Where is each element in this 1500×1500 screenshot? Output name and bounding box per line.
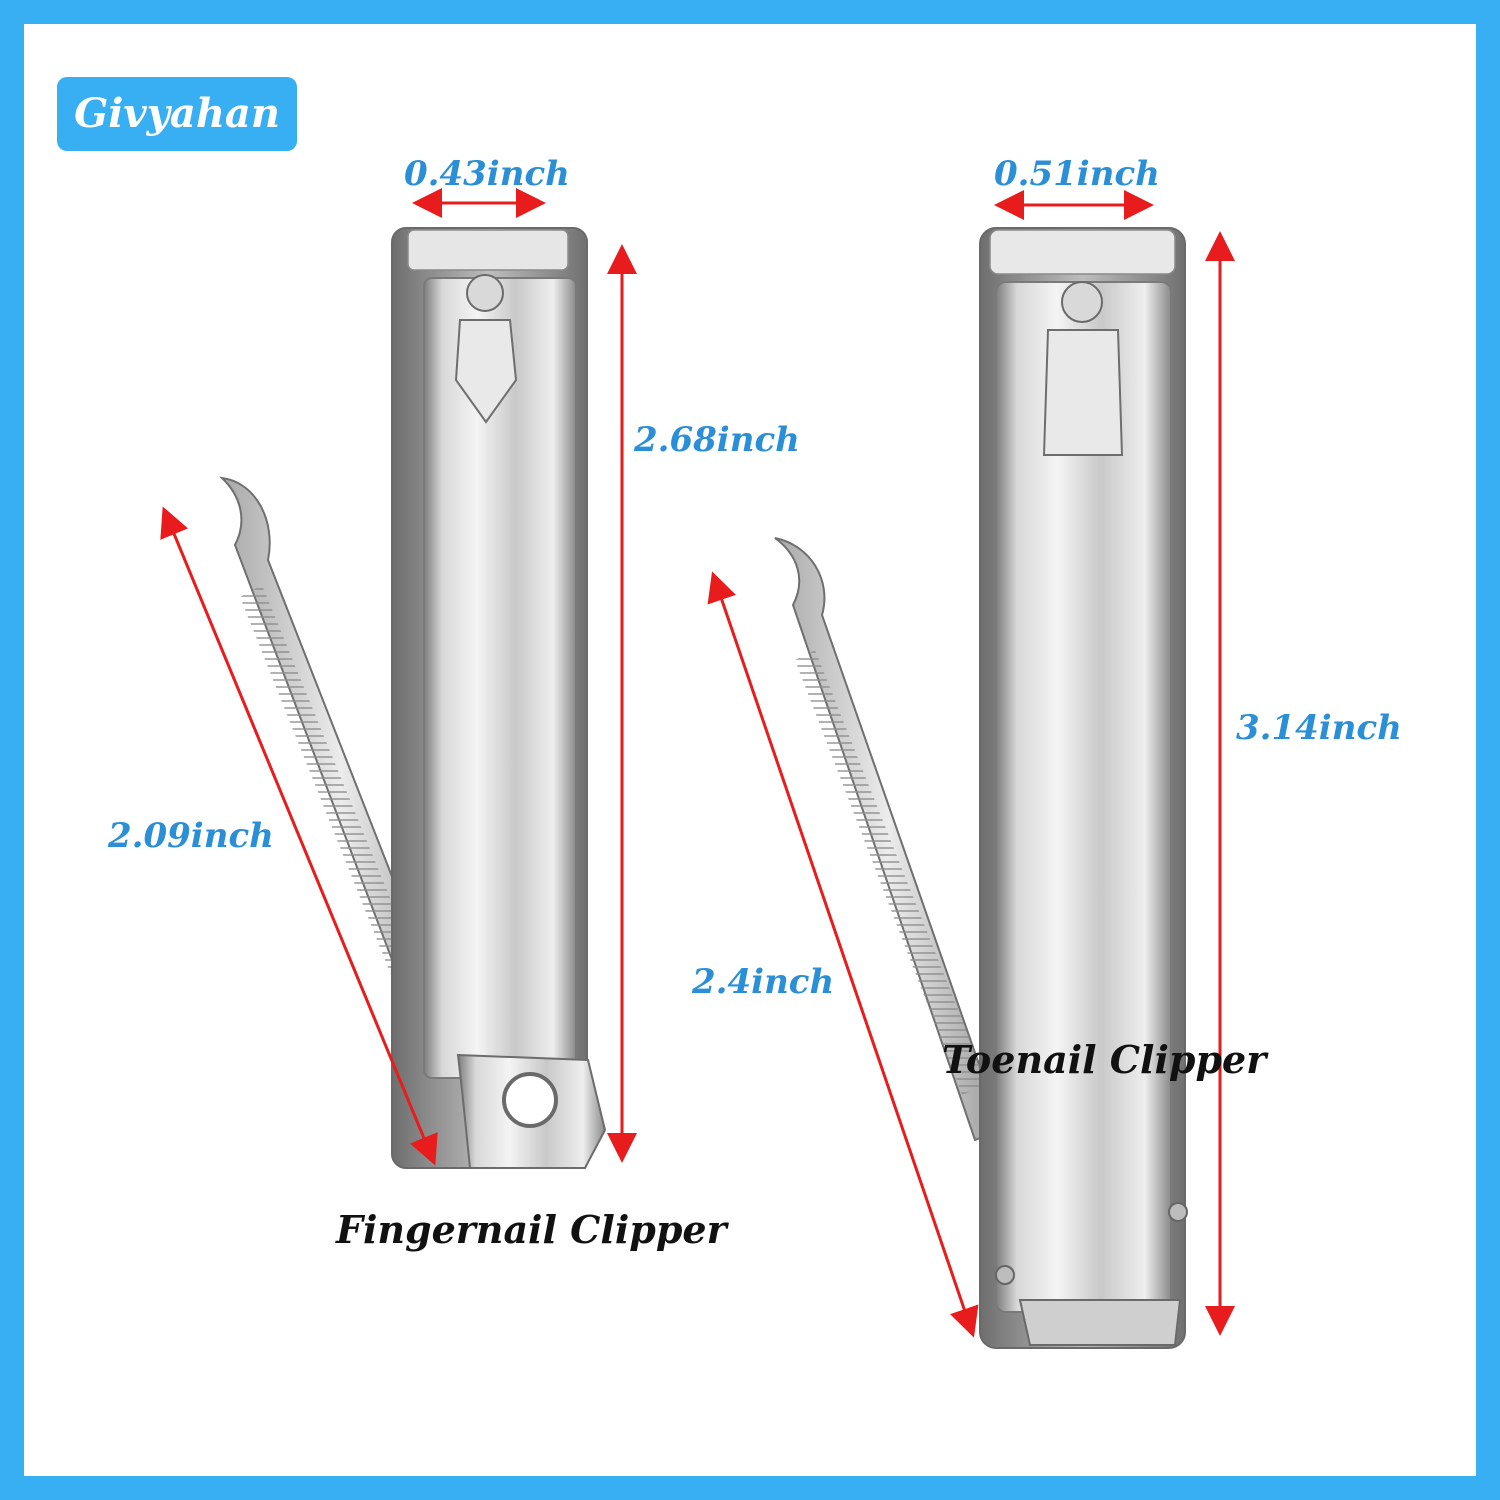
fingernail-file-label: 2.09inch xyxy=(108,816,274,856)
fingernail-clipper-body xyxy=(391,227,607,1169)
brand-badge: Givyahan xyxy=(57,77,297,151)
fingernail-clipper-caption: Fingernail Clipper xyxy=(336,1207,727,1252)
toenail-file-label: 2.4inch xyxy=(692,962,835,1002)
fingernail-length-label: 2.68inch xyxy=(634,420,800,460)
product-illustration xyxy=(160,188,1235,1349)
toenail-clipper-caption: Toenail Clipper xyxy=(942,1037,1267,1082)
toenail-clipper-body xyxy=(979,227,1188,1349)
toenail-width-label: 0.51inch xyxy=(994,154,1160,194)
fingernail-width-label: 0.43inch xyxy=(404,154,570,194)
toenail-file-arrow xyxy=(707,571,979,1338)
fingernail-file-arrow xyxy=(160,506,438,1166)
toenail-length-label: 3.14inch xyxy=(1236,708,1402,748)
